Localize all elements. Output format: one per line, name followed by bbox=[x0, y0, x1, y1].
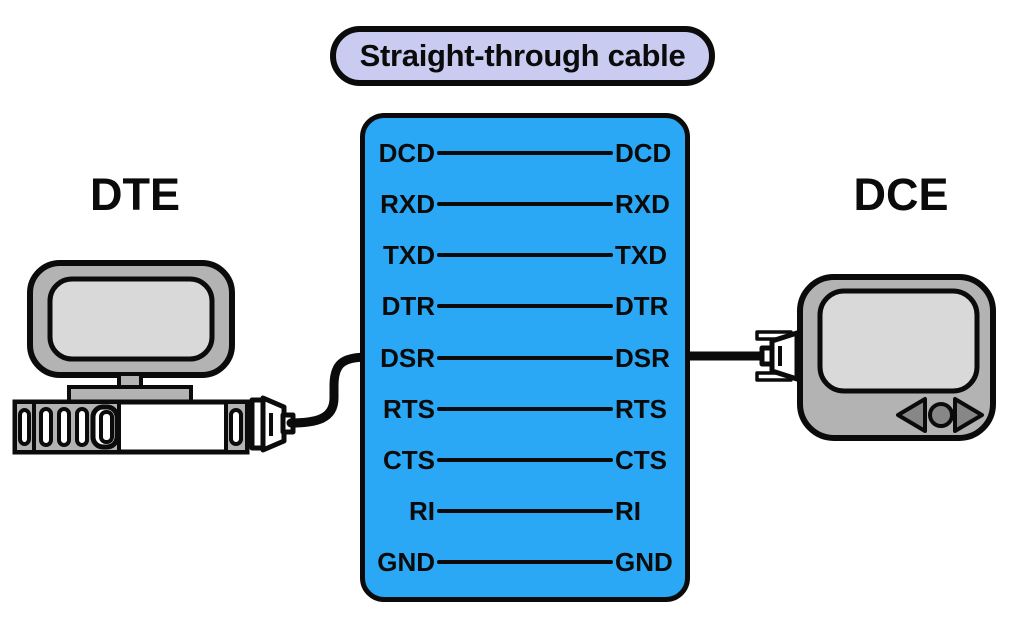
signal-label-right: CTS bbox=[615, 444, 667, 475]
signal-label-left: DCD bbox=[378, 138, 435, 168]
signal-wire bbox=[437, 253, 613, 258]
signal-row-cts: CTS CTS bbox=[371, 445, 679, 475]
signal-wire bbox=[437, 151, 613, 155]
signal-label-left: CTS bbox=[383, 444, 435, 475]
signal-row-gnd: GND GND bbox=[371, 547, 679, 577]
signal-label-right: DSR bbox=[615, 342, 670, 373]
signal-label-left: TXD bbox=[383, 240, 435, 271]
signal-label-right: RTS bbox=[615, 393, 667, 424]
signal-row-txd: TXD TXD bbox=[371, 240, 679, 270]
signal-row-dcd: DCD DCD bbox=[371, 138, 679, 168]
signal-label-left: DTR bbox=[381, 291, 435, 322]
signal-label-left: RXD bbox=[380, 189, 435, 220]
dce-modem-icon bbox=[755, 274, 996, 441]
signal-label-left: RI bbox=[409, 495, 435, 526]
signal-label-right: DTR bbox=[615, 291, 669, 322]
prev-triangle-icon bbox=[896, 397, 927, 433]
signal-wire bbox=[437, 304, 613, 309]
signal-row-ri: RI RI bbox=[371, 496, 679, 526]
right-db-connector-icon bbox=[755, 330, 800, 382]
vent-slot bbox=[229, 408, 243, 446]
dte-computer-icon bbox=[12, 260, 296, 455]
vent-slot bbox=[39, 407, 53, 447]
next-triangle-icon bbox=[953, 397, 984, 433]
signal-row-dtr: DTR DTR bbox=[371, 291, 679, 321]
monitor-screen bbox=[47, 276, 215, 362]
dce-label: DCE bbox=[853, 169, 949, 220]
modem-screen bbox=[817, 288, 980, 394]
left-cable bbox=[286, 352, 373, 428]
vent-slot bbox=[57, 407, 71, 447]
signal-label-right: TXD bbox=[615, 240, 667, 271]
vent-slot bbox=[75, 407, 89, 447]
pinout-box: DCD DCD RXD RXD TXD TXD DTR DTR DSR DSR … bbox=[360, 113, 690, 602]
title-badge: Straight-through cable bbox=[330, 26, 715, 86]
center-circle-icon bbox=[928, 402, 954, 428]
signal-label-right: DCD bbox=[615, 138, 672, 168]
signal-wire bbox=[437, 508, 613, 513]
left-db-connector-icon bbox=[249, 395, 296, 453]
signal-wire bbox=[437, 406, 613, 411]
signal-label-right: RI bbox=[615, 495, 641, 526]
signal-label-left: RTS bbox=[383, 393, 435, 424]
media-nav-buttons-icon bbox=[896, 397, 984, 433]
system-unit bbox=[12, 399, 250, 455]
signal-wire bbox=[437, 457, 613, 462]
signal-wire bbox=[437, 355, 613, 360]
signal-wire bbox=[437, 202, 613, 207]
signal-label-left: GND bbox=[377, 547, 435, 577]
vent-slot bbox=[18, 408, 31, 446]
signal-row-rxd: RXD RXD bbox=[371, 189, 679, 219]
signal-wire bbox=[437, 560, 613, 564]
signal-label-left: DSR bbox=[380, 342, 435, 373]
drive-slot-inner bbox=[99, 410, 114, 444]
title-text: Straight-through cable bbox=[359, 38, 686, 73]
dte-label: DTE bbox=[90, 169, 180, 220]
signal-label-right: RXD bbox=[615, 189, 670, 220]
signal-label-right: GND bbox=[615, 547, 673, 577]
signal-row-dsr: DSR DSR bbox=[371, 343, 679, 373]
signal-row-rts: RTS RTS bbox=[371, 394, 679, 424]
